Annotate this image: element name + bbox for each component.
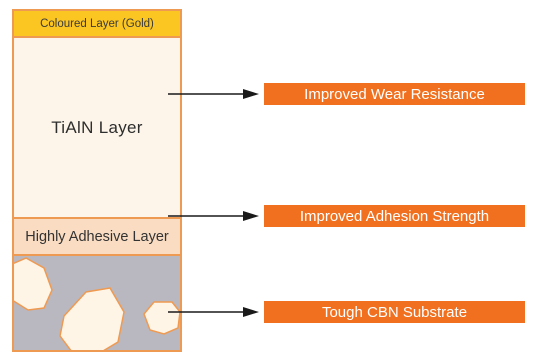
arrow-adhesion — [168, 211, 259, 221]
coloured-layer: Coloured Layer (Gold) — [14, 11, 180, 38]
cbn-grain — [14, 257, 53, 311]
cbn-grains — [14, 257, 180, 350]
callout-adhesion-strength: Improved Adhesion Strength — [264, 205, 525, 227]
cbn-grain — [143, 301, 180, 335]
arrow-substrate — [168, 307, 259, 317]
arrow-wear — [168, 89, 259, 99]
adhesive-layer: Highly Adhesive Layer — [14, 217, 180, 256]
callout-cbn-substrate: Tough CBN Substrate — [264, 301, 525, 323]
layer-stack: Coloured Layer (Gold) TiAlN Layer Highly… — [12, 9, 182, 352]
cbn-substrate-layer — [14, 256, 180, 350]
cbn-grain — [59, 287, 125, 350]
callout-wear-resistance: Improved Wear Resistance — [264, 83, 525, 105]
tialn-layer: TiAlN Layer — [14, 38, 180, 217]
